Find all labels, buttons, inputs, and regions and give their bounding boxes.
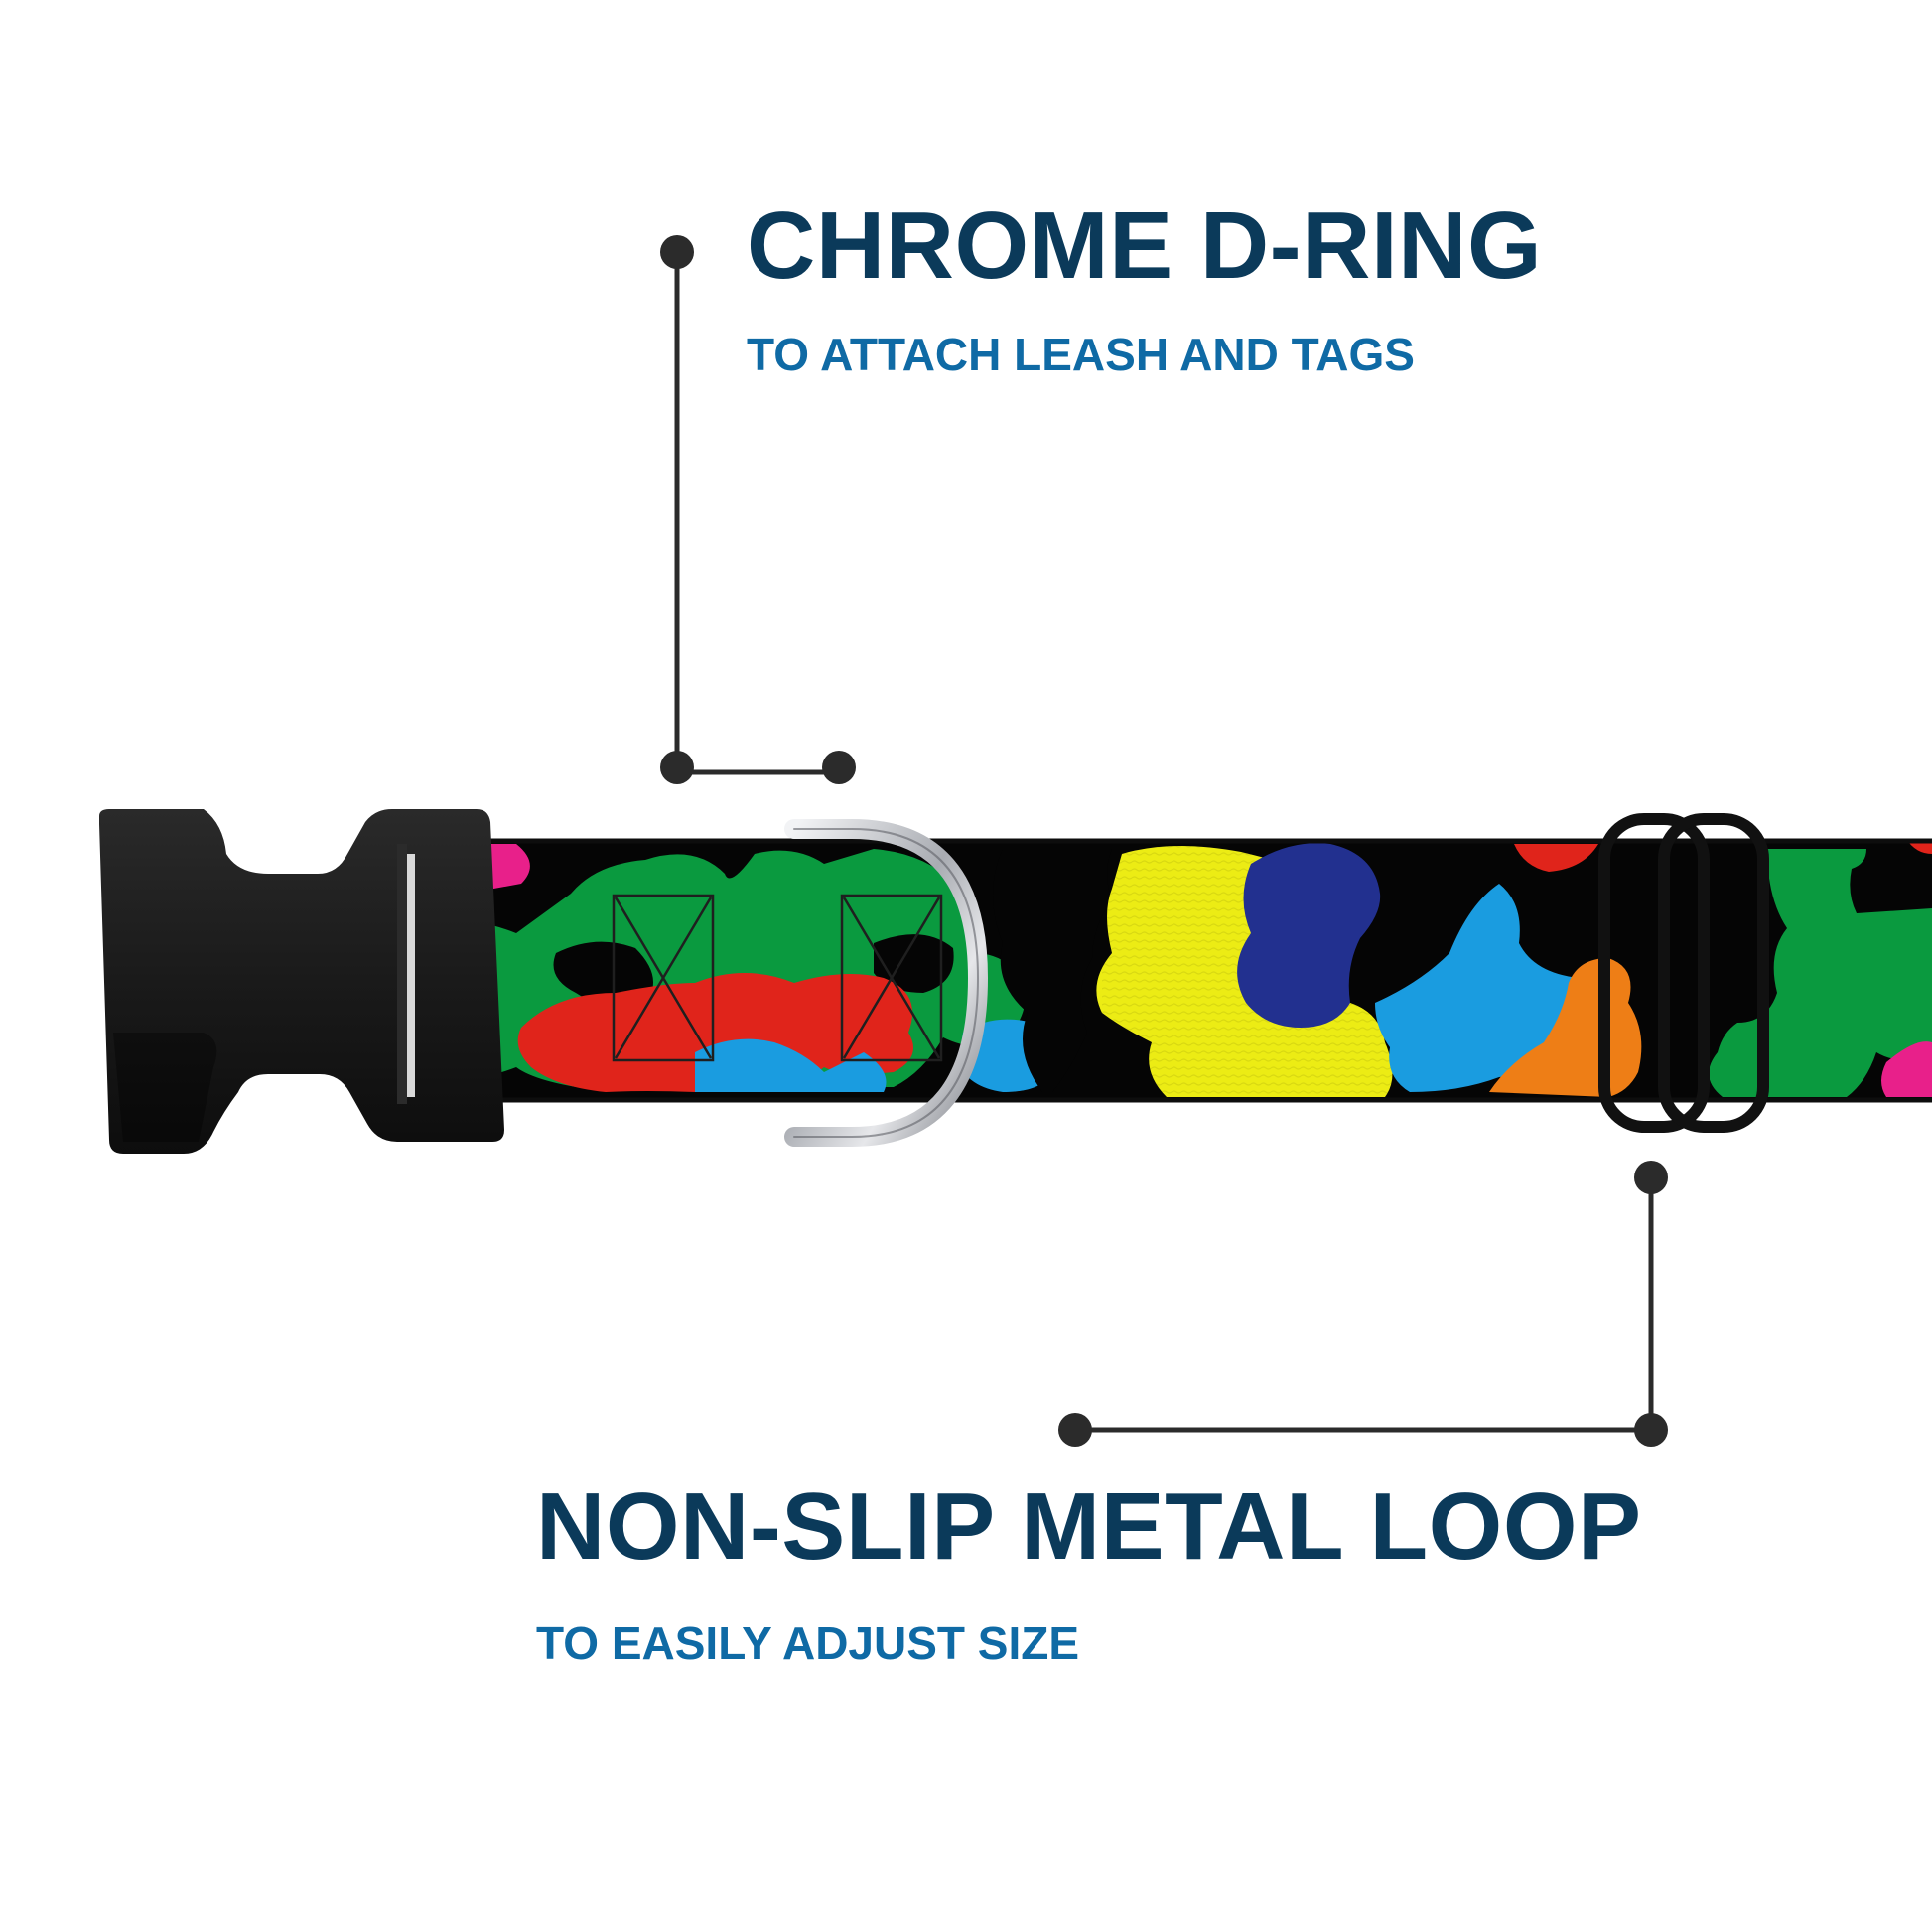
collar-buckle-icon	[99, 809, 504, 1154]
loop-title: NON-SLIP METAL LOOP	[536, 1473, 1642, 1580]
camo-patch-black	[874, 934, 954, 993]
loop-callout: NON-SLIP METAL LOOP TO EASILY ADJUST SIZ…	[536, 1473, 1642, 1669]
camo-patch-red	[517, 973, 913, 1092]
slide-loop-icon	[1598, 813, 1769, 1133]
dring-callout: CHROME D-RING TO ATTACH LEASH AND TAGS	[747, 193, 1543, 380]
leader-dot	[1634, 1413, 1668, 1447]
dring-subtitle: TO ATTACH LEASH AND TAGS	[747, 329, 1415, 380]
leader-dot	[660, 235, 694, 269]
camo-patch-navy	[1237, 843, 1381, 1028]
camo-patch-blue	[1375, 884, 1583, 1092]
loop-leader-line	[1058, 1161, 1668, 1447]
camo-patch-red	[1514, 844, 1598, 872]
dring-leader-line	[660, 235, 856, 784]
collar-webbing	[412, 839, 1932, 1102]
camo-patch-black	[993, 849, 1112, 1092]
leader-dot	[660, 751, 694, 784]
leader-dot	[1058, 1413, 1092, 1447]
loop-subtitle: TO EASILY ADJUST SIZE	[536, 1617, 1080, 1669]
camo-patch-blue	[695, 1038, 887, 1092]
d-ring-icon	[784, 819, 989, 1147]
camo-patch-pink	[1881, 1041, 1932, 1097]
stitch-box-left	[612, 894, 715, 1062]
camo-patch-black	[553, 941, 653, 1007]
stitch-box-right	[840, 894, 943, 1062]
dring-title: CHROME D-RING	[747, 193, 1543, 299]
leader-dot	[822, 751, 856, 784]
leader-dot	[1634, 1161, 1668, 1194]
